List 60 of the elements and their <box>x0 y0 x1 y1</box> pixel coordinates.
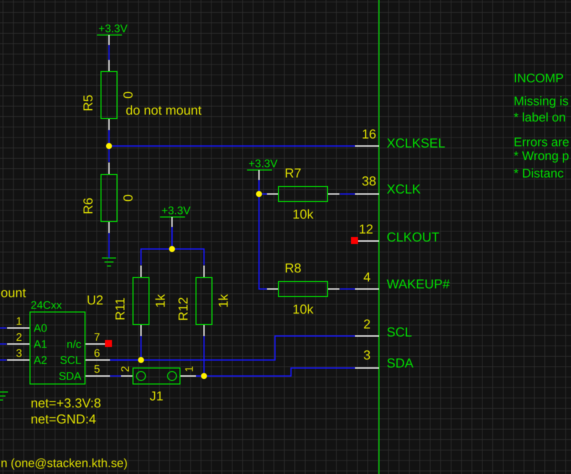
wire <box>196 367 355 377</box>
pin-number: 3 <box>364 350 370 360</box>
note: do not mount <box>126 105 202 115</box>
node-label: 0 <box>123 92 133 98</box>
note: * label on <box>514 112 565 122</box>
wire <box>340 193 355 195</box>
wire <box>0 359 6 361</box>
node-label: 1k <box>155 294 165 307</box>
node-label: R6 <box>83 198 93 214</box>
wire <box>110 335 355 361</box>
node-label: R7 <box>286 168 301 178</box>
node-label: R12 <box>178 298 188 320</box>
node-label: U2 <box>88 295 103 305</box>
note: INCOMP <box>514 74 564 82</box>
wire <box>0 327 6 329</box>
pin-number: 2 <box>16 333 22 341</box>
ground-symbol <box>102 258 116 266</box>
node-label: 10k <box>294 209 314 219</box>
resistor: R11 1k <box>116 266 165 336</box>
pin-number: 38 <box>362 176 376 186</box>
pin-number: 4 <box>364 272 370 282</box>
pin-number: 12 <box>360 224 373 234</box>
node-label: R11 <box>116 298 124 320</box>
note: Missing is <box>514 96 568 108</box>
pin-number: 1 <box>185 366 193 372</box>
wire <box>110 375 121 377</box>
pin-number: 5 <box>94 365 100 373</box>
wire <box>0 343 6 345</box>
pin-number: 7 <box>94 333 100 341</box>
pin-number: 3 <box>16 349 22 357</box>
pin-number: 16 <box>362 129 376 139</box>
author-note: n (one@stacken.kth.se) <box>2 458 127 470</box>
node-label: 1k <box>218 294 228 307</box>
wire <box>108 130 355 147</box>
pin-number: 2 <box>364 319 370 329</box>
node-label: 10k <box>294 304 314 314</box>
node-label: R5 <box>83 95 93 110</box>
pin-number: 1 <box>16 317 22 325</box>
pin-number: 6 <box>94 349 100 357</box>
node-label: 0 <box>123 194 133 202</box>
ground-symbol <box>0 392 8 400</box>
note: net=+3.3V:8 <box>32 398 100 408</box>
node-label: 24Cxx <box>31 301 62 309</box>
resistor: R6 0 <box>83 162 133 234</box>
resistor: R7 10k <box>266 168 340 219</box>
resistor: R12 1k <box>178 266 228 336</box>
wire <box>108 233 110 258</box>
note: Errors are <box>514 138 569 146</box>
note: ount <box>1 288 26 298</box>
resistor: R8 10k <box>266 263 340 314</box>
wire <box>108 45 110 60</box>
note: * Distanc <box>514 168 564 178</box>
note: * Wrong p <box>514 151 569 163</box>
node-label: R8 <box>286 263 301 273</box>
note: net=GND:4 <box>32 414 96 424</box>
wire <box>340 288 355 290</box>
node-label: J1 <box>150 391 163 401</box>
pin-number: 2 <box>121 366 129 372</box>
wire <box>258 180 267 290</box>
wire <box>171 227 205 265</box>
